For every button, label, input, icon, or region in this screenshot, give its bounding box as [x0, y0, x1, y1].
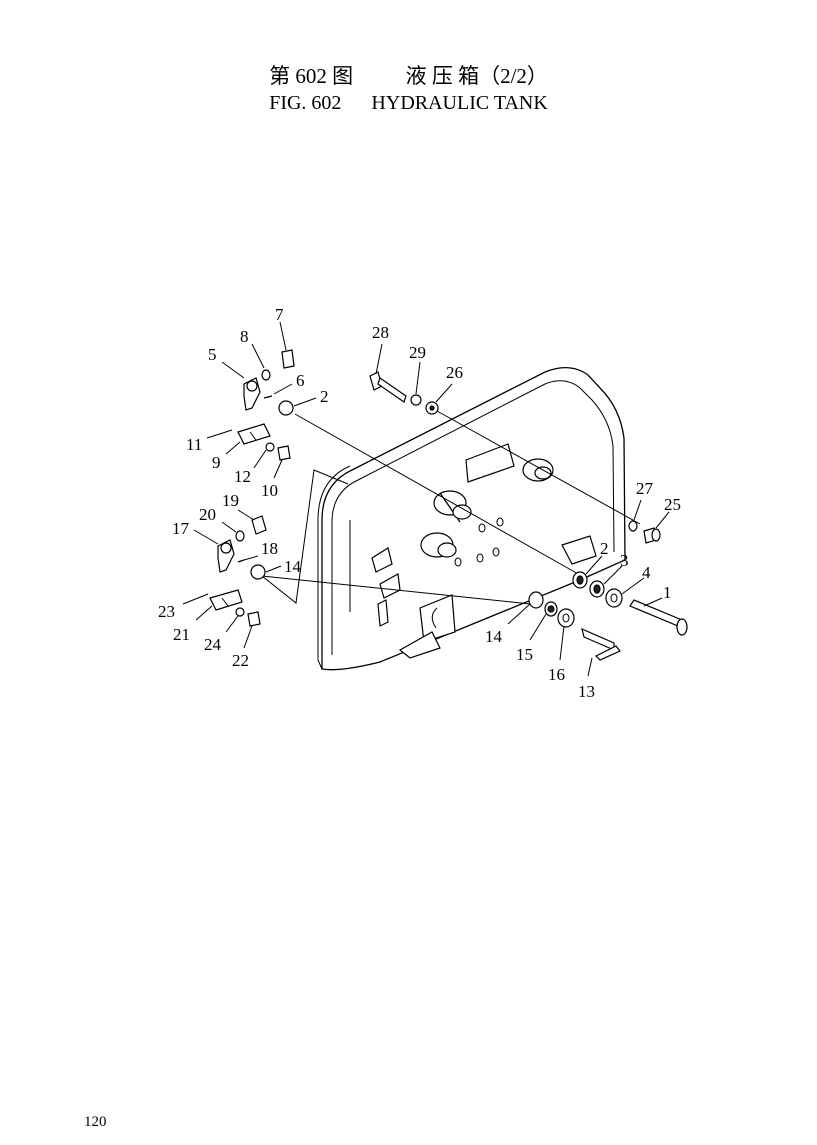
- callout-6: 6: [296, 371, 305, 390]
- part-29-washer: [410, 394, 422, 406]
- tank-square-cover-c: [419, 594, 456, 643]
- callout-14-left: 14: [284, 557, 302, 576]
- callout-23: 23: [158, 602, 175, 621]
- tank-mounting-brackets: [398, 535, 597, 659]
- callout-25: 25: [664, 495, 681, 514]
- part-8-washer-upper: [261, 369, 271, 381]
- part-2-bushing-right: [572, 571, 588, 589]
- callout-24: 24: [204, 635, 222, 654]
- callout-9: 9: [212, 453, 221, 472]
- callout-2-right: 2: [600, 539, 609, 558]
- part-9-11-clip-upper: [237, 423, 271, 445]
- callout-29: 29: [409, 343, 426, 362]
- part-21-23-clip-lower: [209, 589, 243, 611]
- callout-5: 5: [208, 345, 217, 364]
- page-number: 120: [84, 1114, 107, 1130]
- part-18-pin-lower: [237, 559, 245, 563]
- part-2-bushing-left: [278, 400, 294, 416]
- part-28-bolt: [369, 371, 407, 403]
- callout-22: 22: [232, 651, 249, 670]
- tank-small-bosses: [371, 517, 504, 627]
- callout-2-left: 2: [320, 387, 329, 406]
- figure-title-chinese: 第 602 图 液 压 箱（2/2）: [269, 64, 548, 88]
- callout-labels: 7 8 5 6 2 11 9 12 10 28 29 26 19 20 17 1…: [158, 305, 681, 701]
- callout-13: 13: [578, 682, 595, 701]
- figure-title-english: FIG. 602 HYDRAULIC TANK: [269, 92, 548, 114]
- part-4-washer: [605, 588, 623, 608]
- part-22-24-screw-lower: [235, 607, 261, 627]
- callout-1: 1: [663, 583, 672, 602]
- callout-7: 7: [275, 305, 284, 324]
- callout-8: 8: [240, 327, 249, 346]
- callout-4: 4: [642, 563, 651, 582]
- tank-port-lower: [420, 532, 457, 558]
- part-13-link: [581, 627, 621, 661]
- part-10-12-screw-upper: [265, 442, 291, 461]
- tank-rectangular-boss: [465, 443, 515, 483]
- part-14-bushing-left: [250, 564, 266, 580]
- callout-28: 28: [372, 323, 389, 342]
- callout-19: 19: [222, 491, 239, 510]
- callout-26: 26: [446, 363, 463, 382]
- callout-17: 17: [172, 519, 190, 538]
- callout-12: 12: [234, 467, 251, 486]
- callout-21: 21: [173, 625, 190, 644]
- callout-14-right: 14: [485, 627, 503, 646]
- part-17-bracket-lower: [217, 539, 235, 573]
- callout-27: 27: [636, 479, 654, 498]
- part-26-nut: [425, 401, 439, 415]
- part-5-bracket-upper: [243, 377, 261, 411]
- callout-16: 16: [548, 665, 565, 684]
- part-19-bolt-lower: [251, 515, 267, 535]
- tank-port-upper: [522, 458, 554, 482]
- part-20-washer-lower: [235, 530, 245, 542]
- part-6-pin-upper: [263, 395, 273, 399]
- callout-18: 18: [261, 539, 278, 558]
- callout-15: 15: [516, 645, 533, 664]
- callout-3: 3: [620, 551, 629, 570]
- callout-11: 11: [186, 435, 202, 454]
- callout-10: 10: [261, 481, 278, 500]
- part-1-pin: [629, 599, 688, 636]
- assembly-center-lines: [261, 410, 641, 606]
- hydraulic-tank-body: [317, 367, 626, 671]
- part-14-15-16-bushings: [528, 591, 575, 628]
- callout-leader-lines: [182, 321, 670, 677]
- part-25-27-plug: [628, 520, 661, 544]
- callout-20: 20: [199, 505, 216, 524]
- part-7-bolt-upper: [281, 349, 295, 369]
- part-3-washer: [589, 580, 605, 598]
